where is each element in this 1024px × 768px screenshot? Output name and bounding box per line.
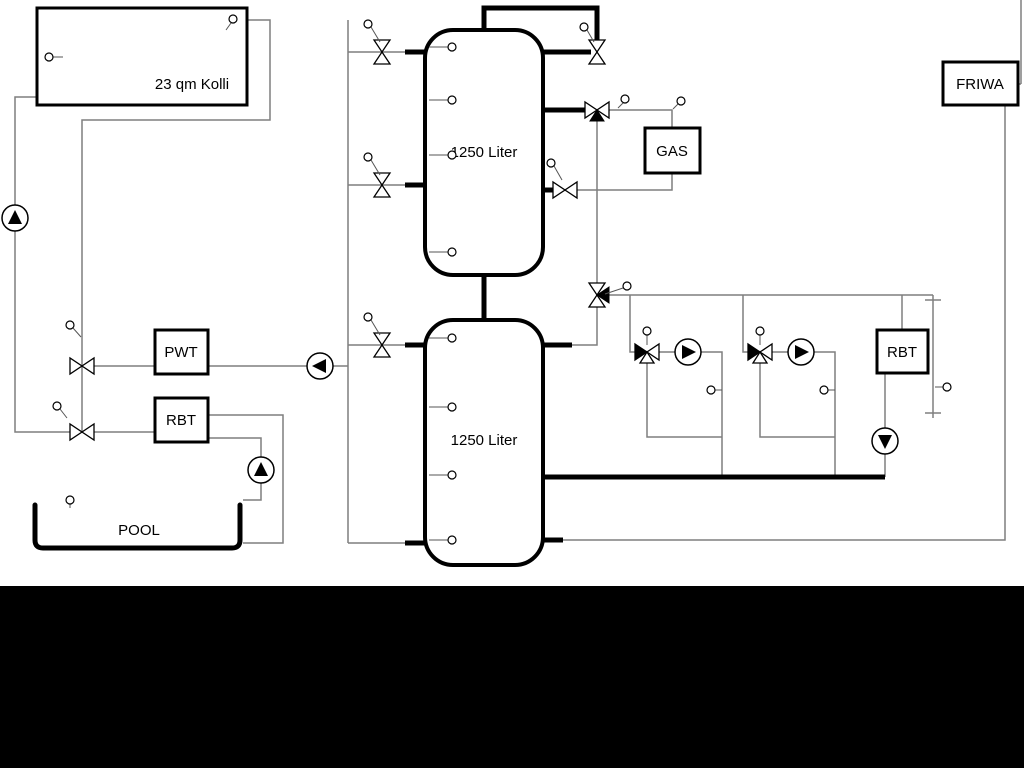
tank-sensor-icon — [447, 95, 457, 105]
circuit2-sensor-icon — [819, 385, 829, 395]
valve-sensor-icon — [363, 312, 373, 322]
friwa-label: FRIWA — [956, 76, 1004, 93]
rbt-right-label: RBT — [887, 344, 917, 361]
tank-sensor-icon — [447, 247, 457, 257]
valve-sensor-icon — [642, 326, 652, 336]
rbt-line-sensor-icon — [942, 382, 952, 392]
collector-side-sensor-icon — [44, 52, 54, 62]
valve-sensor-icon — [363, 152, 373, 162]
collector-label: 23 qm Kolli — [155, 76, 229, 93]
valve-sensor-icon — [546, 158, 556, 168]
circuit1-sensor-icon — [706, 385, 716, 395]
valves — [69, 39, 773, 441]
heating-circuit1-pump-icon — [674, 338, 702, 366]
rbt-left-label: RBT — [166, 412, 196, 429]
rbt-return-pump-icon — [871, 427, 899, 455]
valve-sensor-icon — [755, 326, 765, 336]
pool-pump-icon — [247, 456, 275, 484]
valve-sensor-icon — [622, 281, 632, 291]
valve-sensor-icon — [620, 94, 630, 104]
solar-collector-box — [35, 6, 249, 107]
gas-boiler-box — [643, 126, 702, 175]
gas-three-way-valve-icon — [584, 101, 610, 122]
friwa-box — [941, 60, 1020, 107]
sensors — [44, 14, 952, 545]
tank-sensor-icon — [447, 535, 457, 545]
gas-line-sensor-icon — [676, 96, 686, 106]
heating-circuit2-pump-icon — [787, 338, 815, 366]
collector-top-sensor-icon — [228, 14, 238, 24]
valve-sensor-icon — [579, 22, 589, 32]
buffer-tank-bottom — [423, 318, 545, 567]
tank-top-label: 1250 Liter — [451, 144, 518, 161]
pwt-charge-pump-icon — [306, 352, 334, 380]
circuit1-mixing-valve-icon — [634, 342, 660, 364]
rbt-left-box — [153, 396, 210, 444]
valve-sensor-icon — [363, 19, 373, 29]
gas-label: GAS — [656, 143, 688, 160]
tank-sensor-icon — [447, 333, 457, 343]
letterbox-bottom — [0, 586, 1024, 768]
boiler-piping — [543, 109, 673, 295]
tank-sensor-icon — [447, 470, 457, 480]
pwt-label: PWT — [164, 344, 197, 361]
thick-piping — [405, 5, 885, 546]
pool-basin — [32, 502, 243, 551]
pool-sensor-icon — [65, 495, 75, 505]
tank-sensor-icon — [447, 42, 457, 52]
tank-bottom-label: 1250 Liter — [451, 432, 518, 449]
tank-sensor-icon — [447, 402, 457, 412]
heating-three-way-valve-icon — [588, 282, 610, 308]
pwt-box — [153, 328, 210, 376]
tank-sensor-icon — [447, 150, 457, 160]
solar-line-sensor-icon — [65, 320, 75, 330]
buffer-tank-top — [423, 28, 545, 277]
pool-label: POOL — [118, 522, 160, 539]
pool-line-sensor-icon — [52, 401, 62, 411]
circuit2-mixing-valve-icon — [747, 342, 773, 364]
rbt-right-box — [875, 328, 930, 375]
solar-pump-icon — [1, 204, 29, 232]
